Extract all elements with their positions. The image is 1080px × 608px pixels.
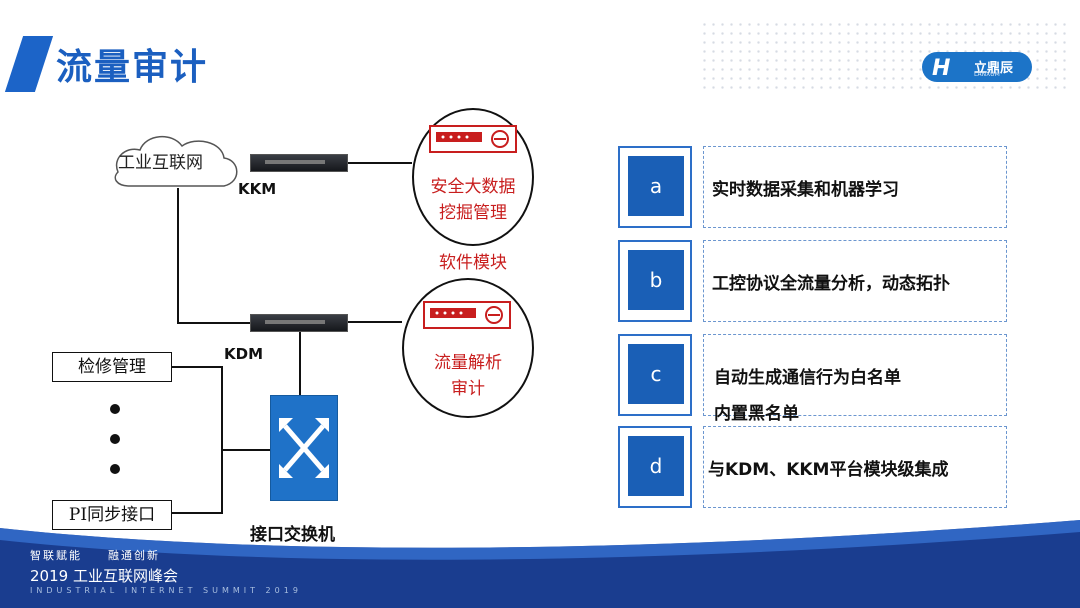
cloud-label: 工业互联网 (118, 153, 203, 173)
switch-arrows-icon (279, 418, 329, 478)
company-logo: H 立鼎辰 LANXUM (922, 46, 1034, 116)
card-b-letter: b (628, 250, 684, 310)
line-left-boxes (172, 366, 223, 514)
card-c-text: 自动生成通信行为白名单 (714, 368, 901, 388)
switch-label: 接口交换机 (250, 525, 335, 545)
card-a-box: 实时数据采集和机器学习 (703, 146, 1007, 228)
ellipsis-dot (110, 404, 120, 414)
logo-mark: H (932, 56, 951, 81)
kkm-label: KKM (238, 180, 277, 198)
card-b-text: 工控协议全流量分析，动态拓扑 (712, 274, 950, 294)
switch-device (270, 395, 338, 501)
kdm-label: KDM (224, 345, 264, 363)
card-b-box: 工控协议全流量分析，动态拓扑 (703, 240, 1007, 322)
traffic-audit-circle: 流量解析 审计 (402, 278, 534, 418)
server-unit-icon (429, 125, 517, 153)
card-d-text: 与KDM、KKM平台模块级集成 (708, 460, 949, 480)
ellipsis-dot (110, 434, 120, 444)
circle1-line1: 安全大数据 (430, 177, 516, 197)
kdm-device (250, 314, 348, 332)
card-d-letter: d (628, 436, 684, 496)
logo-badge: H 立鼎辰 LANXUM (922, 52, 1032, 82)
card-c-box: 自动生成通信行为白名单 内置黑名单 (703, 334, 1007, 424)
ellipsis-dot (110, 464, 120, 474)
pi-interface-box: PI同步接口 (52, 500, 172, 530)
software-module-label: 软件模块 (439, 253, 507, 273)
footer-band (0, 520, 1080, 608)
server-unit-icon (423, 301, 511, 329)
logo-name: 立鼎辰 (974, 61, 1014, 76)
card-a-letter: a (628, 156, 684, 216)
card-c-letter: c (628, 344, 684, 404)
circle2-line2: 审计 (451, 379, 485, 399)
card-a-text: 实时数据采集和机器学习 (712, 180, 899, 200)
cloud-shape (114, 136, 238, 187)
maintenance-box: 检修管理 (52, 352, 172, 382)
software-module-circle: 安全大数据 挖掘管理 (412, 108, 534, 246)
card-d-box: 与KDM、KKM平台模块级集成 (703, 426, 1007, 508)
logo-subtitle: LANXUM (974, 71, 1000, 78)
kkm-device (250, 154, 348, 172)
footer-event: 2019 工业互联网峰会 (30, 567, 178, 585)
footer-tagline: 智联赋能 融通创新 (30, 549, 160, 562)
page-title: 流量审计 (56, 47, 209, 88)
circle2-line1: 流量解析 (434, 353, 502, 373)
circle1-line2: 挖掘管理 (439, 203, 507, 223)
line-cloud-kdm (177, 188, 250, 324)
card-c-text2: 内置黑名单 (714, 404, 799, 424)
footer-event-en: INDUSTRIAL INTERNET SUMMIT 2019 (30, 586, 302, 595)
